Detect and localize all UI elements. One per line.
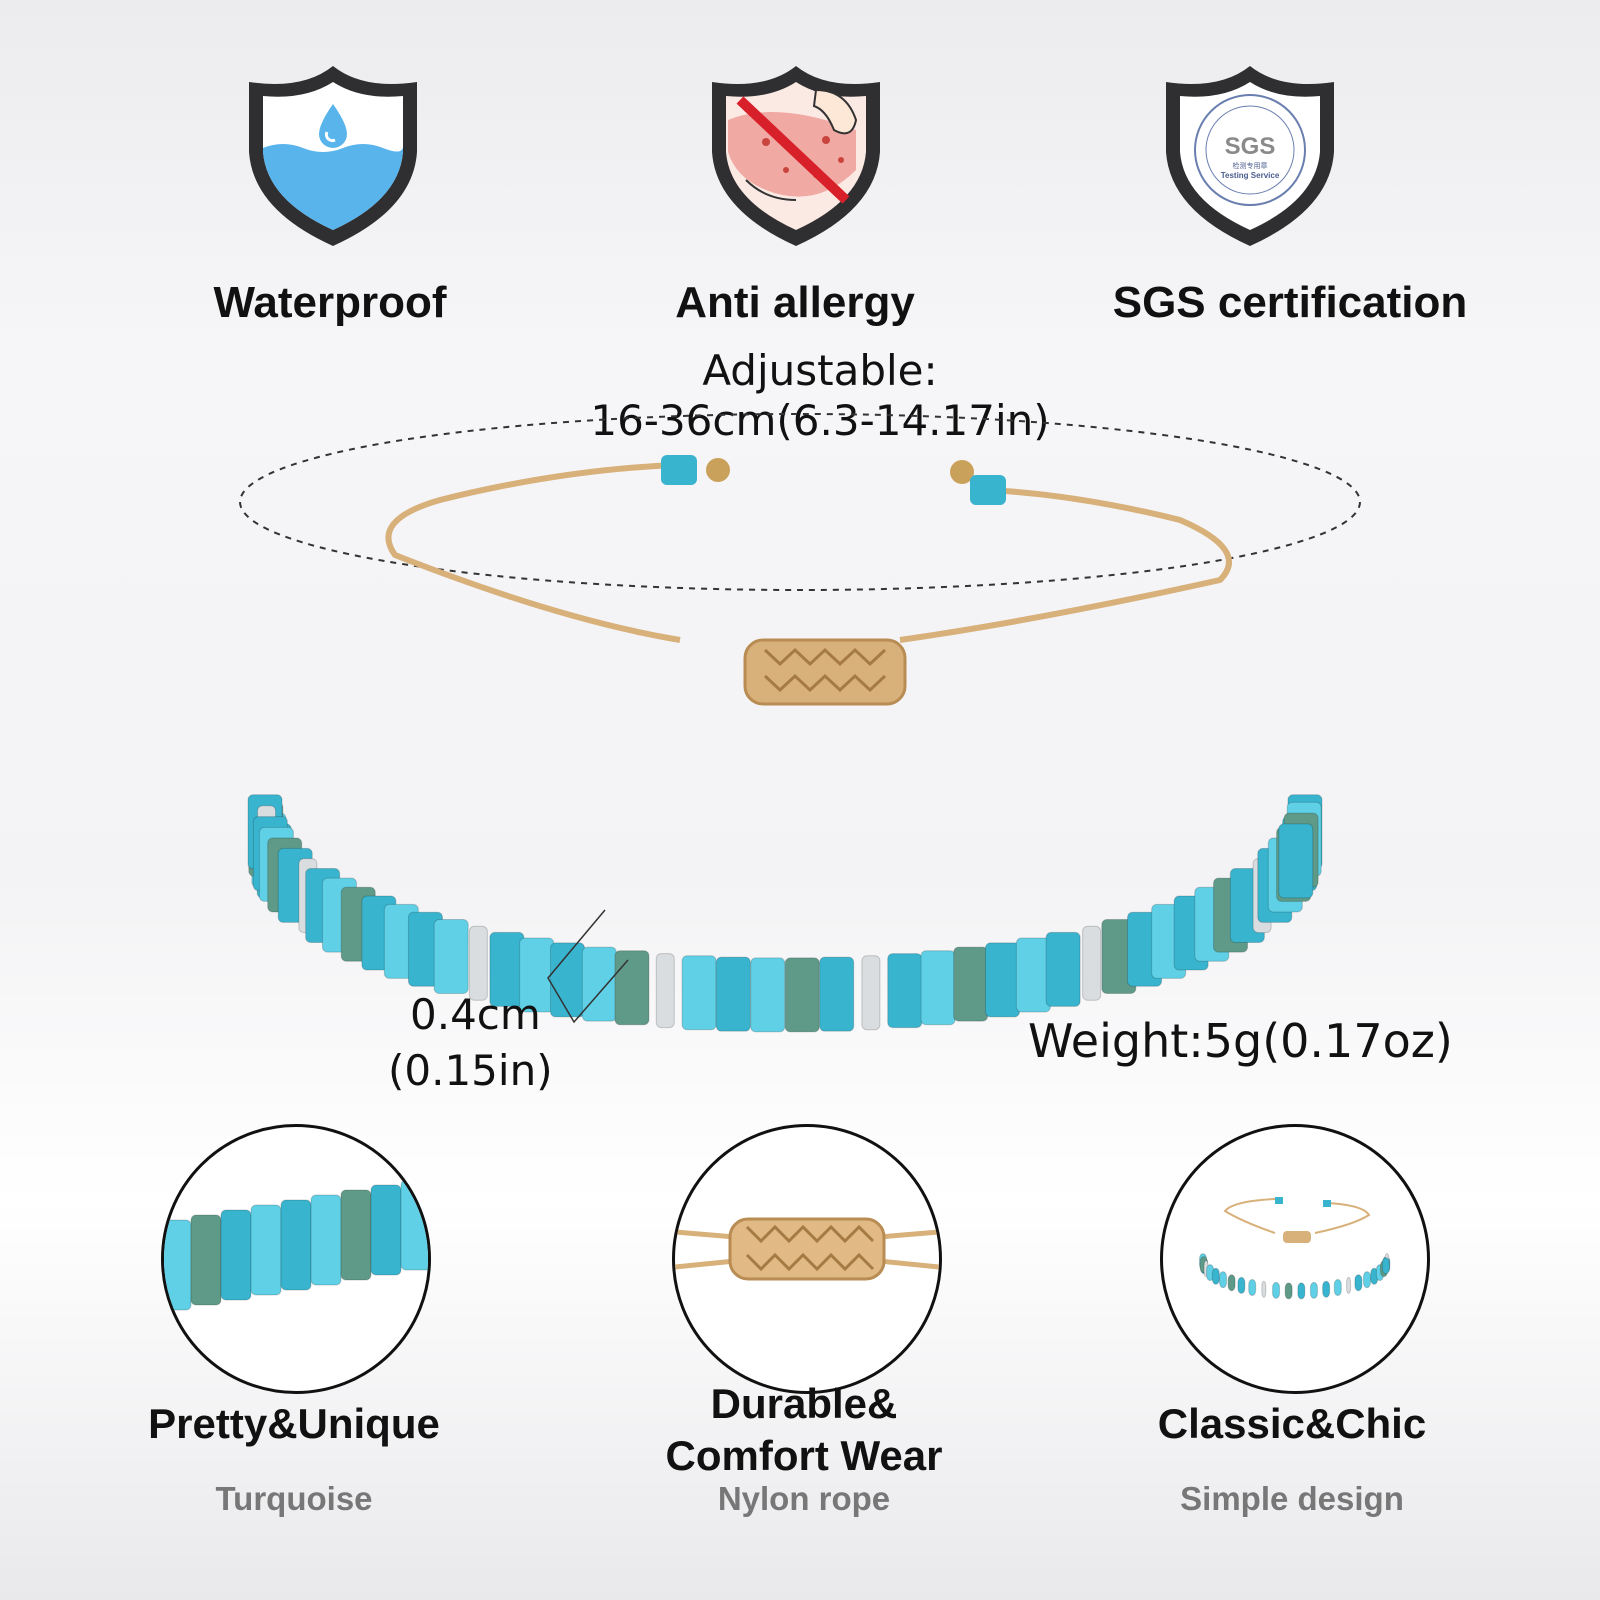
bead-size-cm: 0.4cm [410, 990, 541, 1039]
nylon-knot-closeup [675, 1217, 939, 1281]
feature-classic-title: Classic&Chic [1157, 1400, 1427, 1447]
cord-end-ball-left [706, 458, 730, 482]
turquoise-bead-closeup [190, 1214, 222, 1306]
anti-allergy-label: Anti allergy [675, 278, 915, 327]
bead-size-pointer [547, 909, 629, 1024]
turquoise-bead-closeup [250, 1204, 282, 1296]
waterproof-label: Waterproof [213, 278, 447, 327]
turquoise-bead-closeup [340, 1189, 372, 1281]
turquoise-bead [1015, 937, 1051, 1013]
turquoise-bead [920, 950, 956, 1026]
adjustable-range: 16-36cm(6.3-14.17in) [590, 396, 1050, 445]
sliding-knot [743, 638, 907, 706]
turquoise-bead-closeup [280, 1199, 312, 1291]
feature-pretty-subtitle: Turquoise [215, 1480, 373, 1517]
sgs-chinese: 检测专用章 [1233, 161, 1268, 170]
silver-spacer-bead [468, 925, 488, 1001]
sgs-subtitle: Testing Service [1221, 171, 1280, 180]
sgs-seal-icon: SGS 检测专用章 Testing Service [1166, 66, 1334, 246]
turquoise-bead-thumb [1297, 1282, 1306, 1300]
silver-spacer-bead [1082, 925, 1102, 1001]
turquoise-bead-closeup [310, 1194, 342, 1286]
turquoise-bead-thumb [1219, 1271, 1228, 1289]
cord-end-bead-left [661, 455, 697, 485]
turquoise-bead [750, 957, 786, 1033]
turquoise-bead-thumb [1381, 1257, 1390, 1275]
turquoise-bead-thumb [1309, 1281, 1318, 1299]
turquoise-bead [984, 942, 1020, 1018]
adjustable-label: Adjustable: [702, 346, 938, 395]
turquoise-bead [887, 953, 923, 1029]
turquoise-bead-thumb [1284, 1282, 1293, 1300]
turquoise-bead [819, 956, 855, 1032]
turquoise-bead [681, 955, 717, 1031]
turquoise-beads-closeup [164, 1179, 428, 1311]
turquoise-bead-thumb [1272, 1281, 1281, 1299]
full-bracelet-circle [1160, 1124, 1430, 1394]
turquoise-bead-thumb [1211, 1267, 1220, 1285]
cord-left [385, 462, 681, 643]
cord-right [899, 487, 1232, 643]
turquoise-bead-thumb [1248, 1279, 1257, 1297]
waterproof-badge [243, 60, 423, 250]
feature-classic-subtitle: Simple design [1180, 1480, 1404, 1517]
turquoise-bead [1278, 823, 1314, 899]
feature-durable-title-2: Comfort Wear [665, 1432, 943, 1479]
turquoise-bead-closeup [164, 1219, 192, 1311]
turquoise-bead [1045, 931, 1081, 1007]
silver-spacer-bead-thumb [1346, 1276, 1352, 1294]
turquoise-bead [614, 950, 650, 1026]
turquoise-bead [784, 957, 820, 1033]
bead-size-inch: (0.15in) [388, 1046, 553, 1095]
feature-durable-subtitle: Nylon rope [717, 1480, 891, 1517]
sgs-badge: SGS 检测专用章 Testing Service [1160, 60, 1340, 250]
sgs-label: SGS certification [1112, 278, 1468, 327]
sgs-mark: SGS [1225, 133, 1276, 160]
anti-allergy-badge [706, 60, 886, 250]
cord-end-ball-right [950, 460, 974, 484]
turquoise-bead [581, 946, 617, 1022]
turquoise-bead-thumb [1227, 1274, 1236, 1292]
turquoise-bead-thumb [1362, 1271, 1371, 1289]
feature-pretty-title: Pretty&Unique [148, 1400, 440, 1447]
silver-spacer-bead-thumb [1261, 1280, 1267, 1298]
feature-durable-title: Durable& [710, 1380, 898, 1427]
water-drop-icon [249, 66, 417, 246]
turquoise-bead [433, 919, 469, 995]
turquoise-detail-circle [161, 1124, 431, 1394]
turquoise-bead-thumb [1322, 1280, 1331, 1298]
turquoise-bead-closeup [220, 1209, 252, 1301]
bracelet-thumbnail [1199, 1197, 1391, 1300]
turquoise-bead-thumb [1354, 1274, 1363, 1292]
turquoise-bead-closeup [400, 1179, 428, 1271]
turquoise-bead [953, 946, 989, 1022]
no-allergy-icon [712, 66, 880, 246]
turquoise-bead-closeup [370, 1184, 402, 1276]
rope-detail-circle [672, 1124, 942, 1394]
silver-spacer-bead [861, 955, 881, 1031]
weight-label: Weight:5g(0.17oz) [1028, 1014, 1453, 1068]
adjust-ellipse [239, 413, 1361, 591]
bracelet-illustration [239, 413, 1361, 1033]
silver-spacer-bead [655, 953, 675, 1029]
turquoise-bead-thumb [1237, 1276, 1246, 1294]
cord-end-bead-right [970, 475, 1006, 505]
turquoise-bead-thumb [1333, 1279, 1342, 1297]
turquoise-bead [715, 956, 751, 1032]
